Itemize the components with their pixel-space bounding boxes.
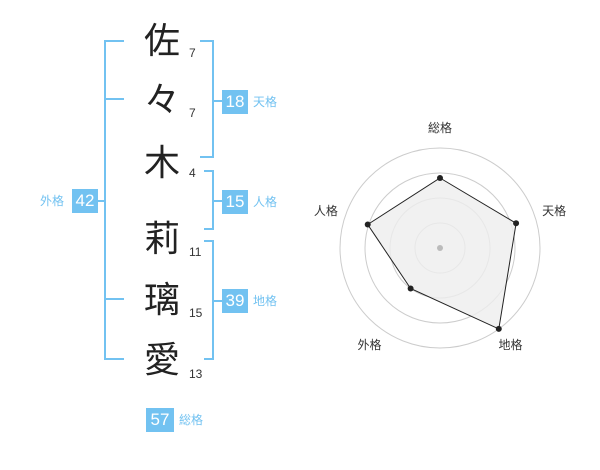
name-char-2: 々: [143, 80, 180, 121]
radar-point-5: [364, 221, 371, 228]
name-char-6: 愛: [143, 340, 180, 381]
stroke-count-2: 7: [189, 106, 196, 120]
gaikaku-bracket-top: [104, 40, 124, 42]
stroke-count-3: 4: [189, 166, 196, 180]
jinkaku-bracket-bottom: [204, 228, 214, 230]
tenkaku-bracket-bottom: [200, 156, 214, 158]
jinkaku-value: 15: [222, 190, 248, 214]
tenkaku-value: 18: [222, 90, 248, 114]
radar-axis-label-2: 天格: [542, 203, 566, 218]
gaikaku-bracket-bottom: [104, 358, 124, 360]
stroke-count-1: 7: [189, 46, 196, 60]
radar-area: [367, 177, 517, 330]
tenkaku-bracket-top: [200, 40, 214, 42]
gaikaku-value: 42: [72, 189, 98, 213]
stroke-count-5: 15: [189, 306, 203, 320]
name-char-5: 璃: [143, 280, 180, 321]
radar-point-2: [513, 220, 520, 227]
jinkaku-bracket-stem: [212, 200, 222, 202]
radar-axis-label-1: 総格: [428, 120, 452, 135]
radar-axis-label-4: 外格: [357, 337, 381, 352]
tenkaku-bracket-vertical: [212, 40, 214, 158]
chikaku-bracket-bottom: [204, 358, 214, 360]
chikaku-value: 39: [222, 289, 248, 313]
name-char-1: 佐: [143, 21, 180, 62]
stroke-count-4: 11: [189, 245, 202, 259]
radar-point-4: [407, 285, 414, 292]
jinkaku-label: 人格: [253, 195, 278, 209]
gaikaku-label: 外格: [40, 194, 65, 208]
radar-axis-label-3: 地格: [498, 337, 522, 352]
jinkaku-bracket-top: [204, 170, 214, 172]
chikaku-bracket-stem: [212, 300, 222, 302]
name-char-3: 木: [143, 143, 180, 184]
radar-point-3: [495, 325, 502, 332]
gaikaku-bracket-stem: [98, 200, 106, 202]
radar-ring-3: [364, 172, 516, 324]
soukaku-value: 57: [146, 408, 174, 432]
soukaku-label: 総格: [179, 413, 204, 427]
radar-axis-label-5: 人格: [314, 203, 338, 218]
stroke-count-6: 13: [189, 367, 203, 381]
chikaku-bracket-top: [204, 240, 214, 242]
name-char-4: 莉: [143, 219, 180, 260]
chikaku-label: 地格: [253, 294, 278, 308]
tenkaku-bracket-stem: [212, 100, 222, 102]
radar-center: [437, 245, 443, 251]
gaikaku-bracket-mid2: [104, 298, 124, 300]
radar-point-1: [437, 175, 443, 181]
gaikaku-bracket-mid: [104, 98, 124, 100]
radar-ring-4: [339, 147, 541, 349]
tenkaku-label: 天格: [253, 95, 278, 109]
